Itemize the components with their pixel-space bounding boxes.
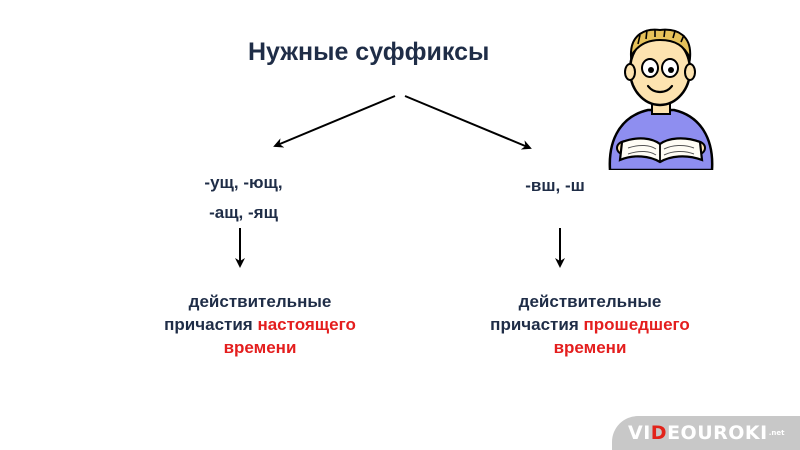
desc-text: причастия	[164, 315, 258, 334]
desc-line: причастия прошедшего	[450, 313, 730, 336]
desc-highlight: времени	[223, 338, 297, 357]
description-present-participle: действительные причастия настоящего врем…	[120, 290, 400, 359]
desc-highlight: времени	[553, 338, 627, 357]
suffix-line: -ущ, -ющ,	[204, 173, 283, 192]
logo-suffix: .net	[768, 429, 785, 437]
page-title: Нужные суффиксы	[248, 38, 490, 66]
desc-line: действительные	[188, 292, 332, 311]
desc-line: действительные	[518, 292, 662, 311]
arrow-to-right-branch	[404, 95, 532, 150]
desc-highlight: настоящего	[257, 315, 356, 334]
videouroki-logo: VIDEOUROKI.net	[612, 416, 800, 450]
arrow-to-left-branch	[273, 95, 396, 148]
desc-line: причастия настоящего	[120, 313, 400, 336]
desc-text: причастия	[490, 315, 584, 334]
reading-boy-illustration	[608, 28, 714, 170]
description-past-participle: действительные причастия прошедшего врем…	[450, 290, 730, 359]
logo-text: EOUROKI	[667, 422, 768, 444]
logo-text-accent: D	[650, 422, 668, 444]
suffix-group-past: -вш, -ш	[525, 176, 585, 195]
desc-highlight: прошедшего	[583, 315, 690, 334]
suffix-group-present: -ущ, -ющ, -ащ, -ящ	[186, 168, 301, 228]
suffix-line: -ащ, -ящ	[209, 203, 278, 222]
logo-text: VI	[628, 422, 651, 444]
